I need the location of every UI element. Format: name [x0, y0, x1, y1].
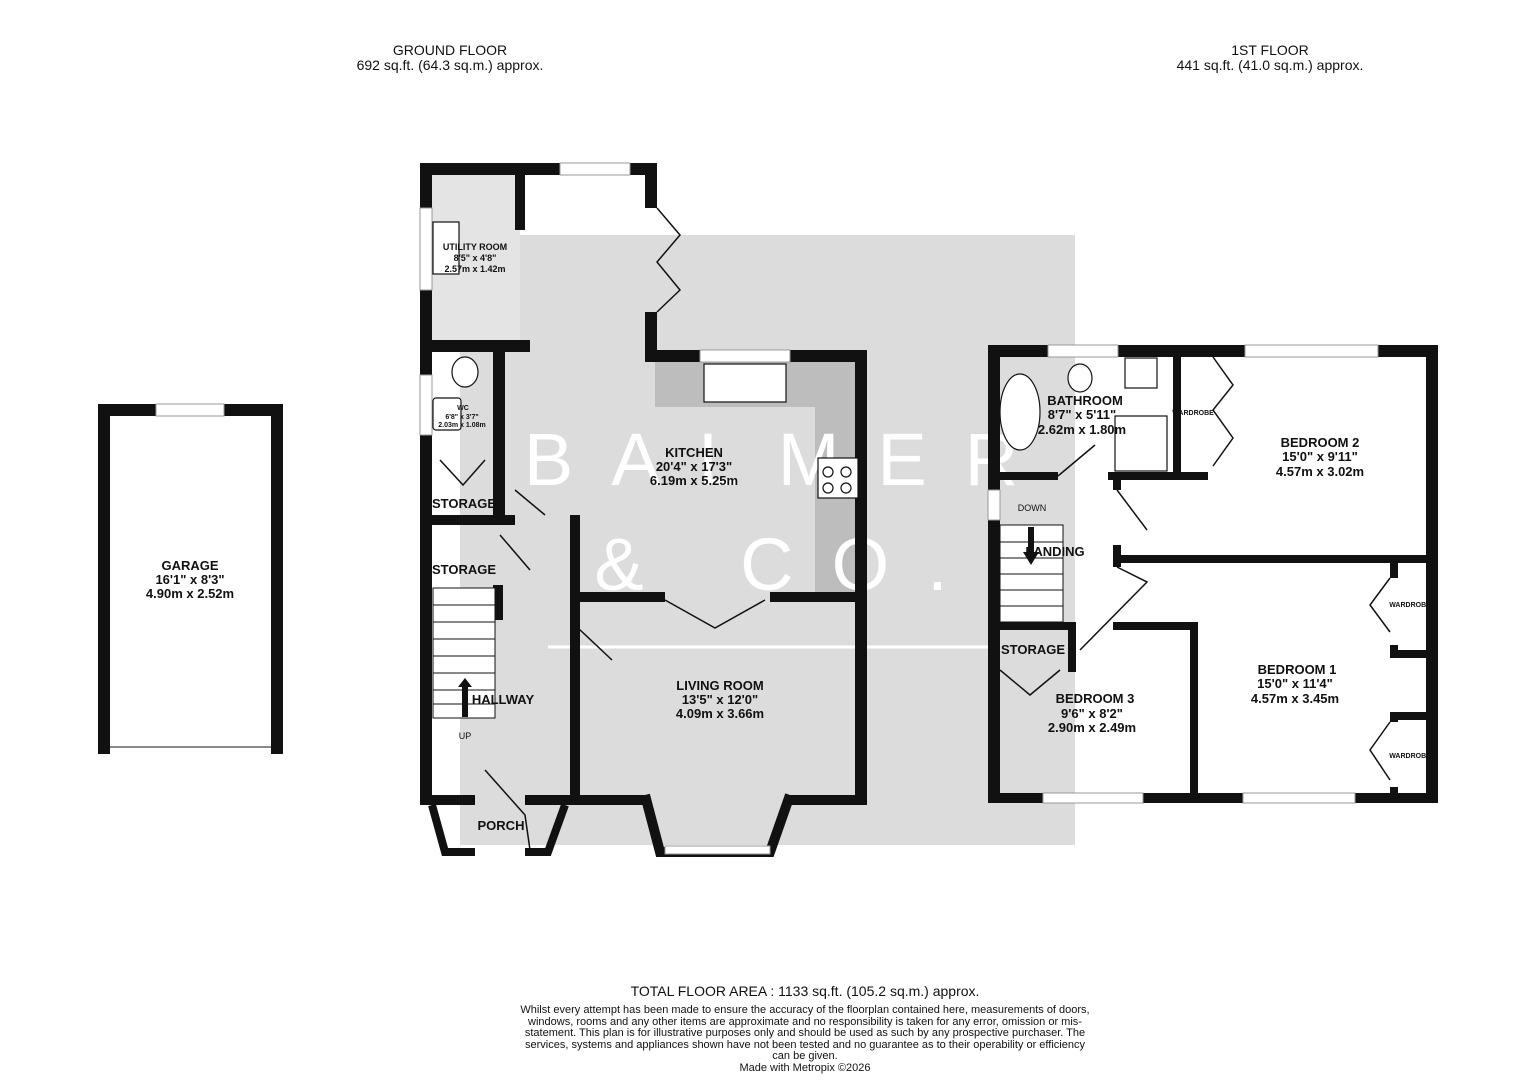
wc-imperial: 6'8" x 3'7"	[445, 414, 478, 421]
disclaimer: Whilst every attempt has been made to en…	[520, 1004, 1090, 1074]
utility-window	[419, 207, 433, 291]
living-name: LIVING ROOM	[676, 678, 763, 693]
bathroom-metric: 2.62m x 1.80m	[1038, 422, 1126, 437]
bedroom1-label: BEDROOM 1 15'0" x 11'4" 4.57m x 3.45m	[1251, 662, 1339, 706]
bedroom1-wardrobe-a-label: WARDROBE	[1389, 602, 1431, 609]
garage-imperial: 16'1" x 8'3"	[155, 572, 224, 587]
porch-label: PORCH	[478, 818, 525, 833]
bedroom3-label: BEDROOM 3 9'6" x 8'2" 2.90m x 2.49m	[1048, 691, 1136, 735]
bedroom3-metric: 2.90m x 2.49m	[1048, 720, 1136, 735]
garage-window	[155, 403, 225, 417]
bedroom1-name: BEDROOM 1	[1258, 662, 1337, 677]
bathroom-imperial: 8'7" x 5'11"	[1048, 407, 1116, 422]
wc-window	[419, 374, 433, 436]
bedroom2-metric: 4.57m x 3.02m	[1276, 464, 1364, 479]
bedroom2-label: BEDROOM 2 15'0" x 9'11" 4.57m x 3.02m	[1276, 435, 1364, 479]
kitchen-rear-window	[559, 162, 631, 176]
living-metric: 4.09m x 3.66m	[676, 706, 764, 721]
hallway-label: HALLWAY	[472, 692, 535, 707]
kitchen-label: KITCHEN 20'4" x 17'3" 6.19m x 5.25m	[650, 445, 738, 488]
porch-left-bay	[428, 803, 475, 856]
total-floor-area: TOTAL FLOOR AREA : 1133 sq.ft. (105.2 sq…	[630, 983, 980, 999]
landing-label: LANDING	[1025, 544, 1084, 559]
kitchen-imperial: 20'4" x 17'3"	[656, 459, 732, 474]
storage-lower-label: STORAGE	[432, 562, 496, 577]
bedroom2-name: BEDROOM 2	[1281, 435, 1360, 450]
living-imperial: 13'5" x 12'0"	[682, 692, 758, 707]
first-floor-area: 441 sq.ft. (41.0 sq.m.) approx.	[1176, 57, 1364, 73]
stairs-up-label: UP	[459, 731, 472, 741]
first-floor-windows	[987, 344, 1379, 804]
wc-name: WC	[457, 405, 469, 412]
bedroom1-imperial: 15'0" x 11'4"	[1257, 676, 1333, 691]
stairs-down-label: DOWN	[1018, 503, 1047, 513]
watermark-line1: BALMER	[524, 418, 1056, 501]
garage-walls	[98, 404, 283, 754]
watermark-backdrop	[460, 235, 1075, 845]
first-floor-walls	[988, 345, 1438, 803]
first-floor-header: 1ST FLOOR 441 sq.ft. (41.0 sq.m.) approx…	[1140, 43, 1400, 73]
bedroom3-imperial: 9'6" x 8'2"	[1061, 706, 1123, 721]
fixtures	[432, 221, 1168, 499]
kitchen-name: KITCHEN	[665, 445, 723, 460]
ground-floor-header: GROUND FLOOR 692 sq.ft. (64.3 sq.m.) app…	[330, 43, 570, 73]
first-floor-doors[interactable]	[999, 356, 1391, 781]
ground-floor-doors[interactable]	[439, 207, 766, 851]
storage-upper-label: STORAGE	[432, 496, 496, 511]
bedroom3-name: BEDROOM 3	[1056, 691, 1135, 706]
wc-label: WC 6'8" x 3'7" 2.03m x 1.08m	[438, 405, 485, 429]
bedroom2-wardrobe-label: WARDROBE	[1172, 410, 1214, 417]
garage-label: GARAGE 16'1" x 8'3" 4.90m x 2.52m	[146, 558, 234, 601]
first-floor-title: 1ST FLOOR	[1231, 42, 1309, 58]
made-with-credit: Made with Metropix ©2026	[739, 1061, 871, 1074]
bedroom2-imperial: 15'0" x 9'11"	[1282, 449, 1358, 464]
storage-first-label: STORAGE	[1001, 642, 1065, 657]
utility-label: UTILITY ROOM 8'5" x 4'8" 2.57m x 1.42m	[443, 242, 507, 274]
living-room-label: LIVING ROOM 13'5" x 12'0" 4.09m x 3.66m	[676, 678, 764, 721]
utility-metric: 2.57m x 1.42m	[444, 264, 505, 274]
bedroom1-metric: 4.57m x 3.45m	[1251, 691, 1339, 706]
ground-floor-area: 692 sq.ft. (64.3 sq.m.) approx.	[356, 57, 544, 73]
ground-floor-title: GROUND FLOOR	[392, 42, 508, 58]
stairs-down-arrow-icon	[1023, 527, 1039, 565]
kitchen-window	[699, 349, 791, 363]
bathroom-label: BATHROOM 8'7" x 5'11" 2.62m x 1.80m	[1038, 393, 1126, 437]
garage-name: GARAGE	[161, 558, 218, 573]
bathroom-name: BATHROOM	[1047, 393, 1123, 408]
wc-metric: 2.03m x 1.08m	[438, 422, 485, 429]
bay-window-glass	[664, 845, 771, 855]
utility-name: UTILITY ROOM	[443, 242, 507, 252]
disclaimer-text: Whilst every attempt has been made to en…	[520, 1004, 1090, 1062]
garage-metric: 4.90m x 2.52m	[146, 586, 234, 601]
kitchen-metric: 6.19m x 5.25m	[650, 473, 738, 488]
stairs-up-arrow-icon	[458, 678, 472, 717]
porch-right-bay	[525, 803, 569, 856]
bedroom1-wardrobe-b-label: WARDROBE	[1389, 753, 1431, 760]
utility-imperial: 8'5" x 4'8"	[454, 253, 497, 263]
